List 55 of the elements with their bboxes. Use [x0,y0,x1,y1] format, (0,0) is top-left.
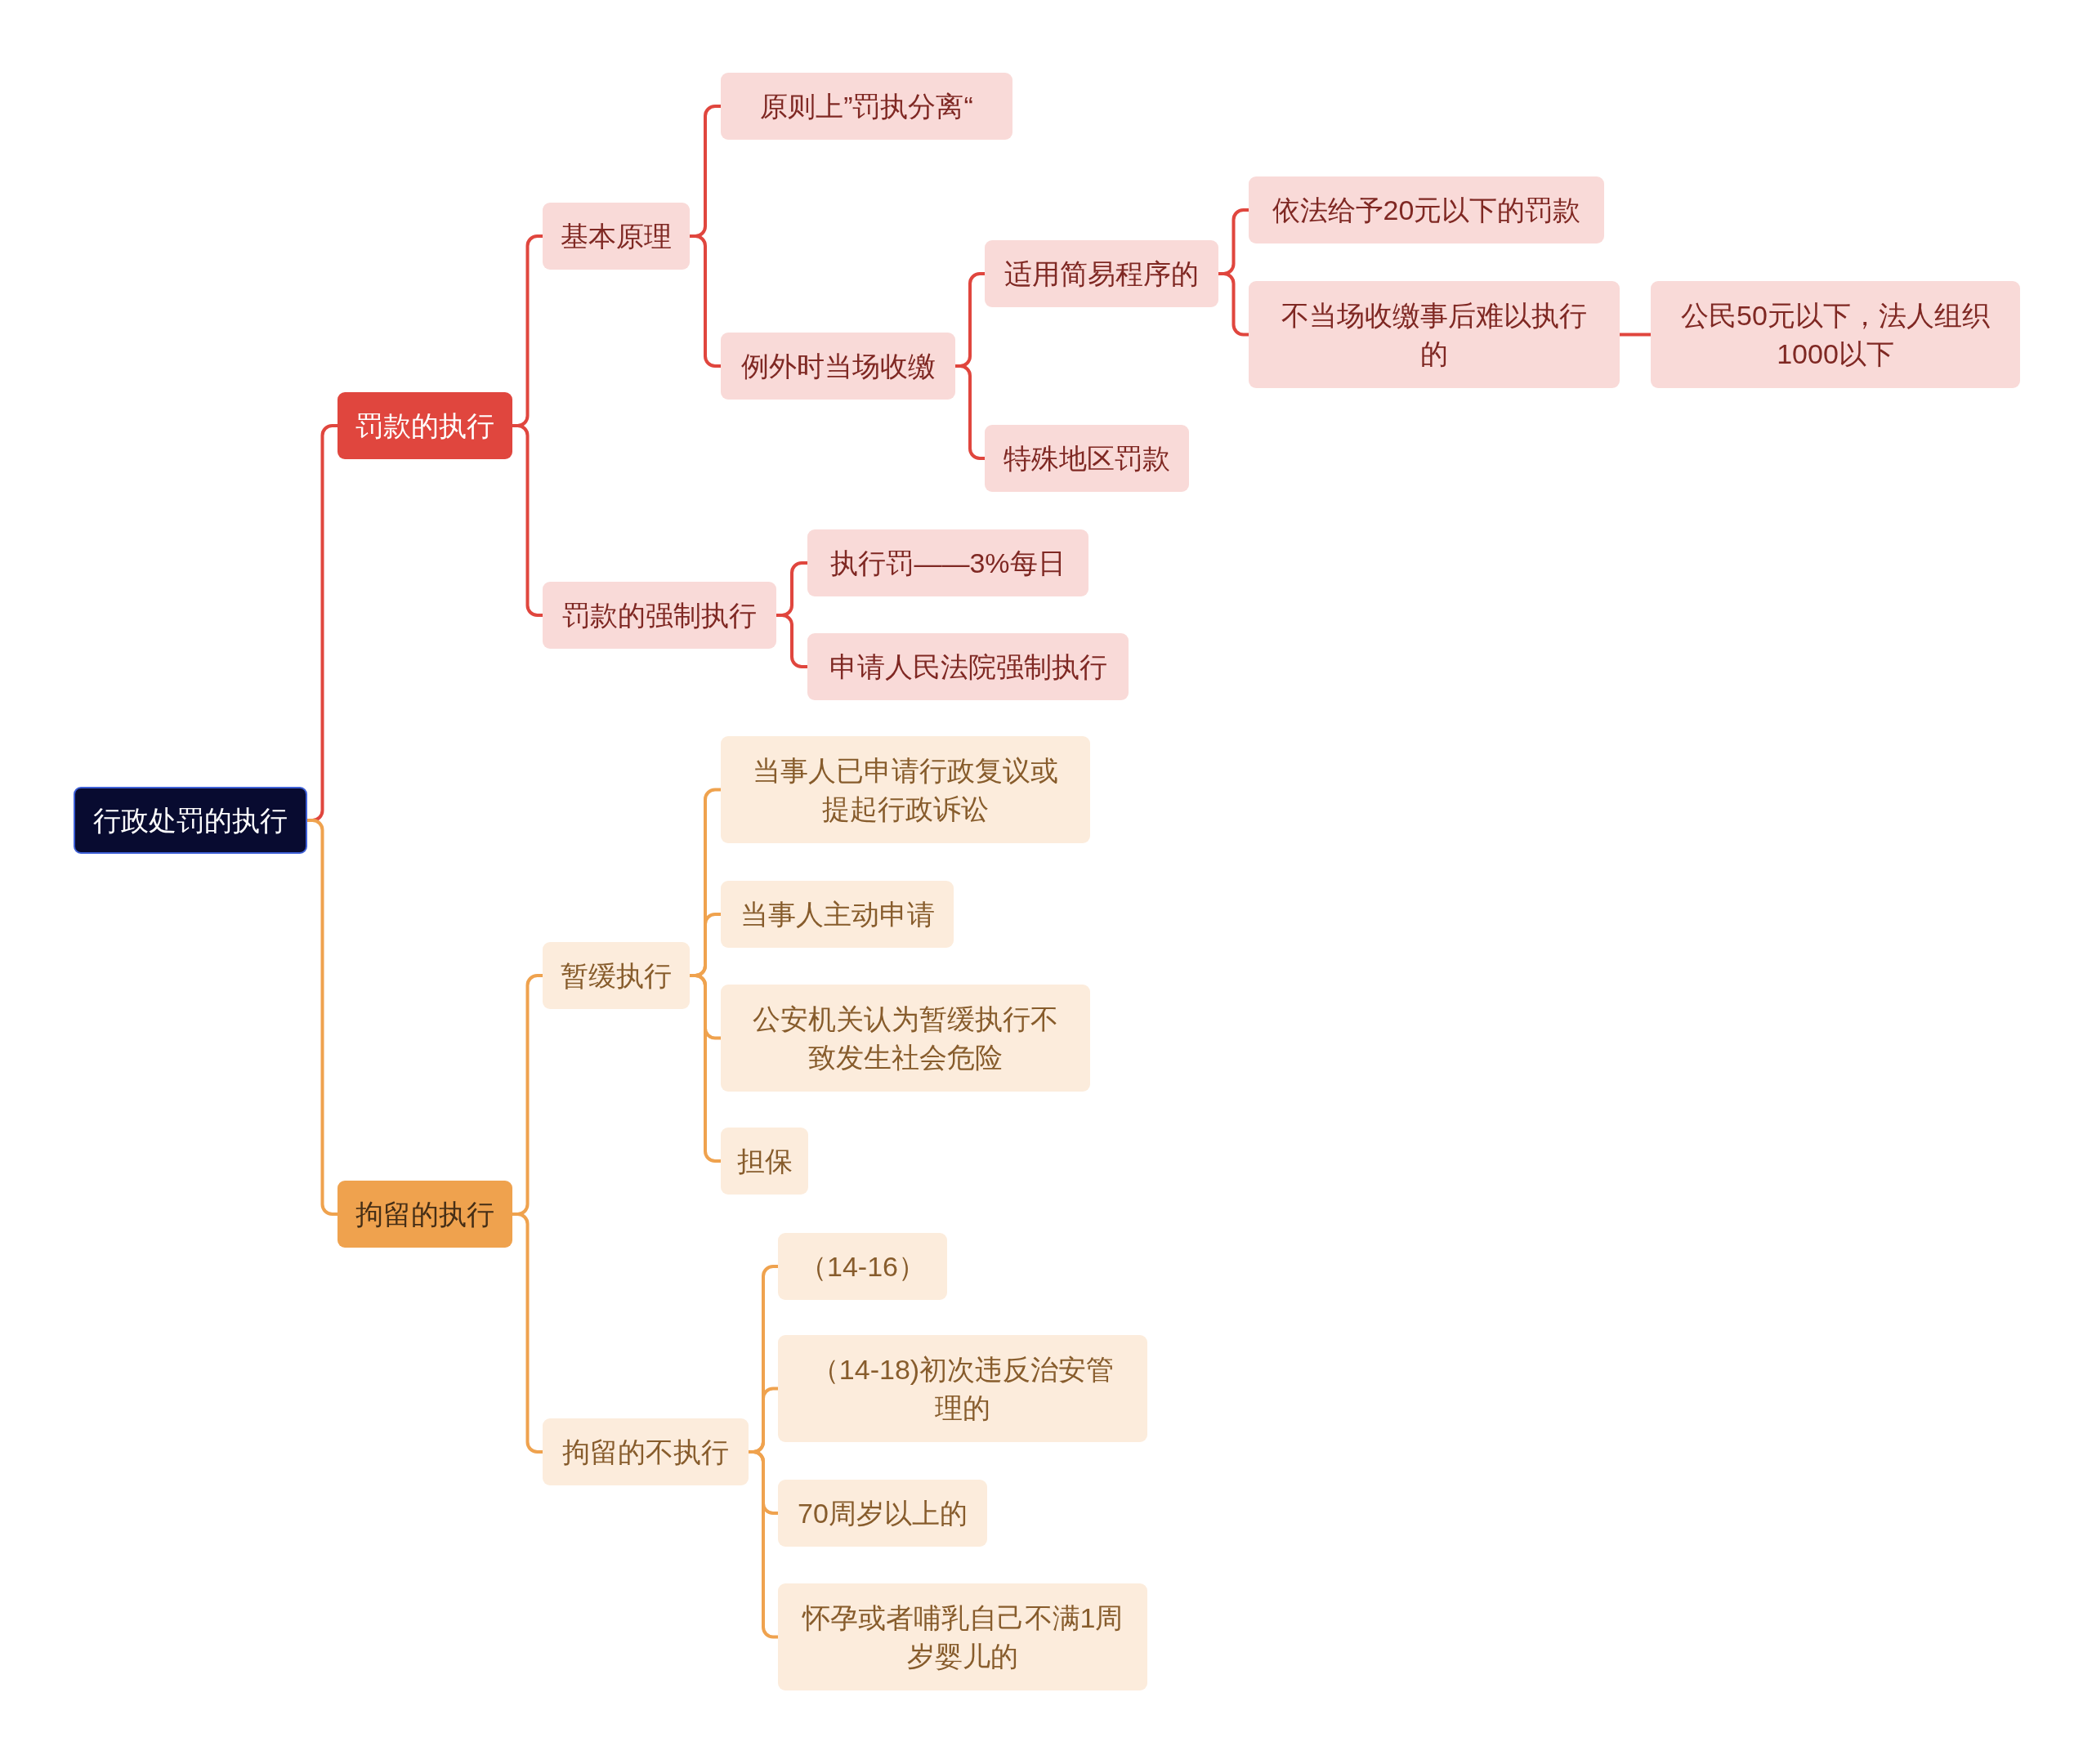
topic-text: （14-16） [799,1249,926,1284]
subtopic-box [778,1583,1147,1690]
subtopic-box [1651,281,2020,388]
topic-text: 申请人民法院强制执行 [829,650,1107,684]
topic-text: 70周岁以上的 [798,1496,968,1530]
branch-topic-box [337,392,512,459]
subtopic-box [721,736,1090,843]
subtopic-box [985,240,1218,307]
subtopic-box [543,582,776,649]
root-topic-box [74,787,307,854]
subtopic-box [1249,281,1620,388]
topic-text: 暂缓执行 [561,958,672,993]
connector-line [776,614,807,668]
topic-text: 例外时当场收缴 [740,349,936,383]
connector-line [307,819,337,1216]
topic-text: 怀孕或者哺乳自己不满1周岁婴儿的 [801,1601,1124,1673]
topic-text: 公安机关认为暂缓执行不致发生社会危险 [752,1002,1059,1074]
topic-text: 罚款的执行 [355,409,494,443]
connector-line [1218,272,1249,337]
subtopic-box [721,73,1012,140]
subtopic-box [543,203,690,270]
topic-text: 执行罚——3%每日 [830,546,1066,580]
topic-text: 罚款的强制执行 [562,598,757,632]
subtopic-box [778,1480,987,1547]
topic-text: 拘留的执行 [355,1197,494,1231]
topic-text: 当事人主动申请 [740,897,935,931]
subtopic-box [807,529,1088,596]
subtopic-box [1249,176,1604,243]
subtopic-box [778,1233,947,1300]
connector-line [512,424,543,617]
topic-text: 行政处罚的执行 [93,803,288,837]
connector-line [690,234,721,368]
subtopic-box [721,985,1090,1092]
topic-text: 特殊地区罚款 [1004,441,1170,476]
topic-text: 公民50元以下，法人组织1000以下 [1680,298,1991,371]
subtopic-box [807,633,1129,700]
branch-topic-box [337,1181,512,1248]
topic-text: 适用简易程序的 [1004,257,1199,291]
subtopic-box [985,425,1189,492]
subtopic-box [721,1128,808,1195]
topic-text: 当事人已申请行政复议或提起行政诉讼 [752,753,1059,826]
connector-line [1620,333,1651,337]
topic-text: 依法给予20元以下的罚款 [1272,193,1581,227]
subtopic-box [543,942,690,1009]
topic-text: 不当场收缴事后难以执行的 [1281,298,1588,371]
subtopic-box [721,881,954,948]
topic-text: （14-18)初次违反治安管理的 [810,1352,1115,1425]
subtopic-box [778,1335,1147,1442]
subtopic-box [543,1418,749,1485]
subtopic-box [721,333,955,400]
topic-text: 担保 [736,1144,793,1178]
connector-line [690,974,721,1163]
topic-text: 拘留的不执行 [562,1435,729,1469]
topic-text: 原则上”罚执分离“ [760,89,973,123]
topic-text: 基本原理 [561,219,672,253]
